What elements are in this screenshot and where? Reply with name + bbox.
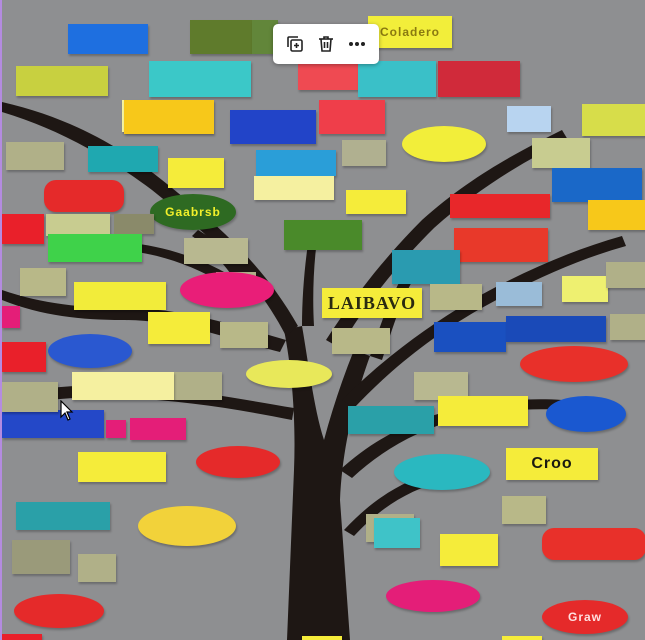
sticker-label (284, 220, 362, 250)
sticker-label (14, 594, 104, 628)
delete-button[interactable] (312, 30, 340, 58)
sticker-label (552, 168, 642, 202)
sticker-label (148, 312, 210, 344)
sticker-label (454, 228, 548, 262)
more-options-button[interactable] (343, 30, 371, 58)
sticker-label (78, 452, 166, 482)
sticker-label (174, 372, 222, 400)
sticker-label (606, 262, 645, 288)
sticker-label (546, 396, 626, 432)
sticker-label (124, 100, 214, 134)
sticker-label (2, 342, 46, 372)
sticker-label (562, 276, 608, 302)
sticker-label (196, 446, 280, 478)
sticker-label (20, 268, 66, 296)
sticker-label (72, 372, 174, 400)
sticker-label (332, 328, 390, 354)
sticker-label (114, 214, 154, 234)
sticker-label (506, 316, 606, 342)
sticker-label (230, 110, 316, 144)
sticker-label (348, 406, 434, 434)
sticker-label (2, 410, 104, 438)
sticker-label (16, 66, 108, 96)
sticker-label (256, 150, 336, 176)
sticker-label (582, 104, 645, 136)
sticker-label (298, 64, 358, 90)
sticker-label: Gaabrsb (150, 194, 236, 230)
sticker-label (6, 142, 64, 170)
trash-icon (318, 36, 333, 52)
sticker-label: Coladero (368, 16, 452, 48)
sticker-label (430, 284, 482, 310)
sticker-label (106, 420, 126, 438)
sticker-label (220, 322, 268, 348)
sticker-label (12, 540, 70, 574)
sticker-label (414, 372, 468, 400)
sticker-label (440, 534, 498, 566)
sticker-label (302, 636, 342, 640)
sticker-label (184, 238, 248, 264)
sticker-label (190, 20, 252, 54)
mouse-cursor-icon (60, 400, 74, 421)
sticker-label (392, 250, 460, 284)
image-actions-toolbar (273, 24, 379, 64)
sticker-label (374, 518, 420, 548)
sticker-label (74, 282, 166, 310)
sticker-label (138, 506, 236, 546)
sticker-label (149, 61, 251, 97)
sticker-label (2, 214, 44, 244)
duplicate-icon (286, 36, 303, 52)
sticker-label (520, 346, 628, 382)
sticker-label (532, 138, 590, 168)
sticker-label (180, 272, 274, 308)
sticker-label (130, 418, 186, 440)
sticker-label (438, 61, 520, 97)
sticker-label (48, 234, 142, 262)
sticker-label (542, 528, 645, 560)
sticker-label (319, 100, 385, 134)
sticker-label (246, 360, 332, 388)
more-icon (349, 42, 366, 46)
duplicate-button[interactable] (281, 30, 309, 58)
sticker-label (68, 24, 148, 54)
sticker-label (48, 334, 132, 368)
sticker-label (438, 396, 528, 426)
sticker-label (502, 496, 546, 524)
sticker-label (502, 636, 542, 640)
sticker-label (434, 322, 506, 352)
sticker-label (610, 314, 645, 340)
sticker-label (346, 190, 406, 214)
sticker-label (358, 61, 436, 97)
sticker-label: Graw (542, 600, 628, 634)
sticker-label (44, 180, 124, 212)
sticker-label: LAIBAVO (322, 288, 422, 318)
sticker-label (342, 140, 386, 166)
sticker-label: Croo (506, 448, 598, 480)
sticker-label (78, 554, 116, 582)
sticker-label (588, 200, 645, 230)
sticker-label (2, 306, 20, 328)
sticker-label (16, 502, 110, 530)
sticker-label (450, 194, 550, 218)
sticker-label (88, 146, 158, 172)
sticker-label (386, 580, 480, 612)
sticker-label (402, 126, 486, 162)
sticker-label (394, 454, 490, 490)
sticker-label (496, 282, 542, 306)
sticker-label (168, 158, 224, 188)
sticker-label (254, 176, 334, 200)
sticker-label (2, 382, 58, 412)
sticker-label (2, 634, 42, 640)
sticker-label (46, 214, 110, 236)
sticker-label (507, 106, 551, 132)
